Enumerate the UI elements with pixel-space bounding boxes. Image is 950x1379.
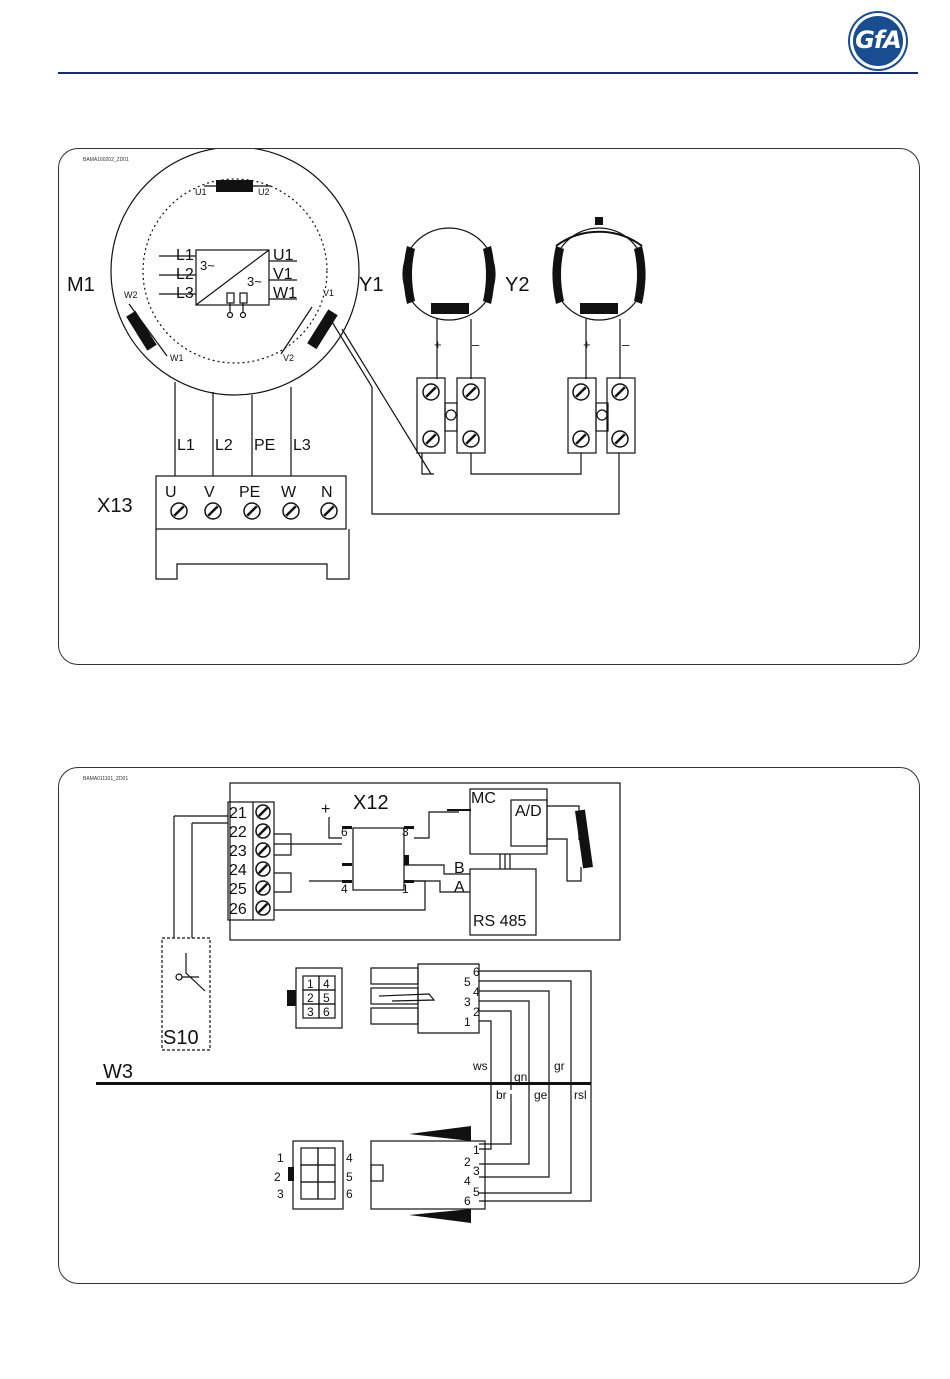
winding-u1: U1 bbox=[195, 187, 207, 197]
x13-pe: PE bbox=[239, 484, 260, 501]
label-w3: W3 bbox=[103, 1061, 133, 1083]
header-rule bbox=[58, 72, 918, 74]
grid-top-3: 3 bbox=[307, 1005, 314, 1019]
x12-pin-3: 3 bbox=[402, 825, 409, 839]
motor-in-l1: L1 bbox=[176, 247, 194, 264]
y2-minus: – bbox=[622, 337, 630, 352]
terminal-24: 24 bbox=[229, 862, 247, 879]
grid-top-5: 5 bbox=[323, 991, 330, 1005]
x12-pin-4: 4 bbox=[341, 882, 348, 896]
phase-in: 3~ bbox=[200, 258, 215, 273]
motor-wiring-diagram: M1 Y1 Y2 X13 L1 L2 L3 U1 V1 W1 L1 L2 PE … bbox=[59, 149, 919, 664]
motor-in-l3: L3 bbox=[176, 285, 194, 302]
x13-w: W bbox=[281, 484, 297, 501]
grid-top-4: 4 bbox=[323, 977, 330, 991]
x12-pin-6: 6 bbox=[341, 825, 348, 839]
plug-top-6: 6 bbox=[473, 965, 480, 979]
phase-out: 3~ bbox=[247, 274, 262, 289]
grid-bot-r6: 6 bbox=[346, 1187, 353, 1201]
winding-w2: W2 bbox=[124, 290, 138, 300]
control-wiring-panel: BAMA011101_ZD01 bbox=[58, 767, 920, 1284]
plug-bot-2: 2 bbox=[464, 1155, 471, 1169]
gfa-logo: GfA bbox=[850, 13, 906, 69]
motor-out-u1: U1 bbox=[273, 247, 294, 264]
wire-ge: ge bbox=[534, 1088, 548, 1102]
control-wiring-diagram: X12 S10 W3 21 22 23 24 25 26 MC A/D RS 4… bbox=[59, 768, 919, 1283]
plug-bot-5: 5 bbox=[473, 1185, 480, 1199]
y1-minus: – bbox=[472, 337, 480, 352]
plug-top-3: 3 bbox=[464, 995, 471, 1009]
grid-top-6: 6 bbox=[323, 1005, 330, 1019]
winding-u2: U2 bbox=[258, 187, 270, 197]
plug-top-4: 4 bbox=[473, 985, 480, 999]
label-ad: A/D bbox=[515, 803, 542, 820]
grid-bot-l1: 1 bbox=[277, 1151, 284, 1165]
winding-v2: V2 bbox=[283, 353, 294, 363]
label-x12: X12 bbox=[353, 792, 389, 814]
plug-bot-4: 4 bbox=[464, 1174, 471, 1188]
label-s10: S10 bbox=[163, 1027, 199, 1049]
motor-wiring-panel: BAMA160202_ZD01 bbox=[58, 148, 920, 665]
terminal-22: 22 bbox=[229, 824, 247, 841]
winding-w1: W1 bbox=[170, 353, 184, 363]
plug-top-2: 2 bbox=[473, 1005, 480, 1019]
motor-out-w1: W1 bbox=[273, 285, 297, 302]
plug-top-1: 1 bbox=[464, 1015, 471, 1029]
y2-plus: + bbox=[583, 337, 591, 352]
grid-bot-l2: 2 bbox=[274, 1170, 281, 1184]
motor-in-l2: L2 bbox=[176, 266, 194, 283]
grid-top-1: 1 bbox=[307, 977, 314, 991]
label-rs485: RS 485 bbox=[473, 913, 526, 930]
x13-v: V bbox=[204, 484, 215, 501]
winding-v1: V1 bbox=[323, 288, 334, 298]
y1-plus: + bbox=[434, 337, 442, 352]
lead-pe: PE bbox=[254, 437, 275, 454]
motor-inner-dashed bbox=[143, 179, 327, 363]
wire-gr: gr bbox=[554, 1059, 565, 1073]
wire-gn: gn bbox=[514, 1070, 527, 1084]
x13-n: N bbox=[321, 484, 333, 501]
x12-plus: + bbox=[321, 801, 330, 818]
wire-br: br bbox=[496, 1088, 507, 1102]
label-bus-a: A bbox=[454, 879, 465, 896]
terminal-26: 26 bbox=[229, 901, 247, 918]
plug-bot-3: 3 bbox=[473, 1164, 480, 1178]
terminal-21: 21 bbox=[229, 805, 247, 822]
label-y1: Y1 bbox=[359, 274, 383, 296]
logo-text: GfA bbox=[850, 26, 906, 54]
x12-connector bbox=[353, 828, 404, 890]
terminal-23: 23 bbox=[229, 843, 247, 860]
grid-bot-r5: 5 bbox=[346, 1170, 353, 1184]
terminal-25: 25 bbox=[229, 881, 247, 898]
label-mc: MC bbox=[471, 790, 496, 807]
lead-l1: L1 bbox=[177, 437, 195, 454]
wire-rsl: rsl bbox=[574, 1088, 587, 1102]
plug-top-5: 5 bbox=[464, 975, 471, 989]
wire-ws: ws bbox=[472, 1059, 488, 1073]
label-y2: Y2 bbox=[505, 274, 529, 296]
label-bus-b: B bbox=[454, 860, 465, 877]
motor-out-v1: V1 bbox=[273, 266, 293, 283]
x13-u: U bbox=[165, 484, 177, 501]
plug-bot-6: 6 bbox=[464, 1194, 471, 1208]
label-x13: X13 bbox=[97, 495, 133, 517]
grid-top-2: 2 bbox=[307, 991, 314, 1005]
lead-l3: L3 bbox=[293, 437, 311, 454]
lead-l2: L2 bbox=[215, 437, 233, 454]
x12-pin-1: 1 bbox=[402, 882, 409, 896]
grid-bot-r4: 4 bbox=[346, 1151, 353, 1165]
label-m1: M1 bbox=[67, 274, 95, 296]
grid-bot-l3: 3 bbox=[277, 1187, 284, 1201]
plug-bot-1: 1 bbox=[473, 1143, 480, 1157]
